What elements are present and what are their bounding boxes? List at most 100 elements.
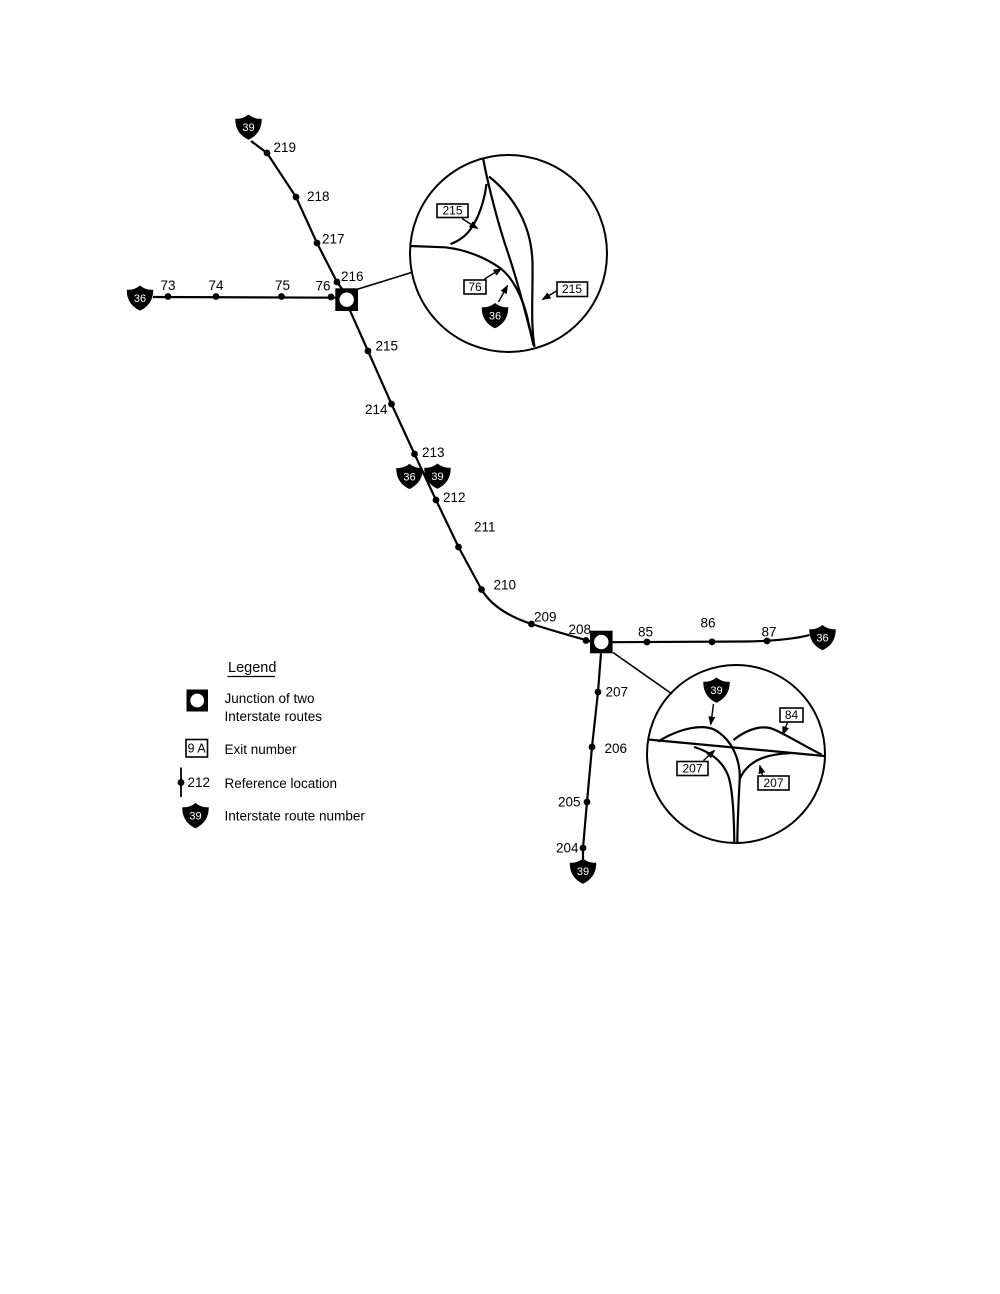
route-concurrent-i36-i39: 215 214 213 212 211 210 209 208 36 39 (348, 310, 592, 644)
exit-number-sample: 9 A (188, 742, 207, 756)
shield-number: 36 (816, 633, 828, 645)
interstate-shield-39: 39 (569, 858, 597, 884)
reference-location-label: 73 (160, 278, 175, 293)
inset-leader-line-south (612, 651, 673, 695)
legend-interstate-shield: 39 (182, 803, 209, 829)
legend-title: Legend (228, 660, 276, 676)
reference-location-label: 87 (761, 625, 776, 640)
reference-location-marker (333, 278, 341, 286)
exit-number-box-215-left: 215 (436, 203, 469, 219)
shield-number: 39 (189, 811, 201, 823)
reference-location-marker (588, 743, 596, 751)
interstate-shield-36: 36 (809, 625, 836, 651)
legend-reference-location-sample: 212 (188, 775, 211, 790)
reference-location-label: 219 (274, 140, 297, 155)
reference-location-marker (582, 637, 590, 644)
reference-location-marker (292, 193, 300, 201)
interstate-shield-39: 39 (424, 463, 451, 489)
route-line (581, 653, 603, 859)
reference-location-label: 218 (307, 189, 330, 204)
reference-location-label: 205 (558, 795, 581, 810)
reference-location-marker (411, 450, 418, 458)
reference-location-label: 74 (208, 278, 224, 293)
route-line (348, 310, 591, 643)
route-line (250, 140, 346, 294)
interstate-shield-36: 36 (396, 463, 423, 489)
inset-north-junction: 215 76 215 36 (409, 154, 608, 353)
inset-boundary-circle (646, 664, 826, 844)
exit-leader-arrow (461, 217, 479, 230)
exit-leader-arrow (484, 267, 503, 280)
shield-number: 36 (134, 293, 146, 305)
interstate-shield-36: 36 (481, 303, 509, 329)
inset-ramp-east-under (738, 752, 791, 780)
exit-leader-arrow (782, 722, 789, 736)
legend-exit-number-label: Exit number (225, 742, 298, 757)
reference-location-marker (643, 638, 651, 646)
shield-number: 36 (403, 471, 415, 483)
route-i39-south: 207 206 205 204 39 (556, 653, 629, 884)
reference-location-marker (364, 347, 372, 355)
shield-number: 39 (577, 866, 589, 878)
reference-location-marker (478, 586, 485, 593)
junction-symbol-208 (590, 630, 613, 654)
reference-location-label: 86 (700, 616, 715, 631)
reference-location-marker (263, 149, 271, 157)
reference-location-label: 212 (443, 490, 466, 505)
reference-location-label: 75 (275, 278, 290, 293)
exit-number-label: 207 (682, 762, 702, 776)
inset-boundary-circle (409, 154, 608, 353)
shield-number: 36 (489, 311, 501, 323)
legend-junction-label-line2: Interstate routes (225, 709, 323, 724)
reference-location-marker (583, 798, 591, 806)
legend-junction-label-line1: Junction of two (225, 691, 315, 706)
exit-number-label: 215 (442, 204, 462, 218)
reference-location-label: 208 (569, 622, 592, 637)
inset-road-i36 (410, 244, 535, 346)
shield-number: 39 (431, 471, 443, 483)
exit-number-box-207-right: 207 (757, 775, 790, 791)
inset-south-junction: 39 84 207 207 (646, 664, 826, 844)
exit-number-box-215-right: 215 (556, 281, 589, 298)
interstate-shield-36: 36 (126, 285, 154, 311)
reference-location-marker (594, 688, 602, 696)
legend-reference-location-label: Reference location (225, 776, 338, 791)
reference-location-marker (528, 620, 535, 628)
reference-location-label: 207 (606, 685, 629, 700)
reference-location-marker (708, 638, 716, 646)
exit-number-box-76: 76 (463, 279, 487, 295)
reference-location-marker (432, 496, 440, 504)
reference-location-marker (763, 637, 771, 645)
reference-location-label: 206 (605, 741, 628, 756)
legend-junction-symbol (186, 689, 208, 712)
inset-ramp-northwest (450, 183, 488, 246)
inset-ramp-west-flyover (657, 726, 741, 843)
legend-reference-location-symbol (177, 767, 185, 797)
legend: Legend Junction of two Interstate routes… (177, 660, 366, 829)
legend-route-number-label: Interstate route number (225, 809, 366, 824)
reference-location-marker (455, 543, 462, 551)
inset-leader-line-north (356, 271, 414, 291)
exit-number-box-84: 84 (779, 707, 804, 723)
shield-leader-arrow (497, 284, 509, 303)
reference-location-marker (388, 400, 395, 408)
exit-leader-arrow (703, 749, 716, 762)
reference-location-marker (579, 844, 587, 852)
reference-location-label: 204 (556, 841, 579, 856)
route-line (152, 295, 337, 299)
reference-location-marker (212, 293, 220, 300)
shield-number: 39 (242, 122, 254, 134)
reference-location-label: 214 (365, 402, 388, 417)
exit-number-label: 215 (562, 282, 582, 296)
route-i39-north: 219 218 217 216 39 (235, 114, 364, 294)
inset-ramp-east (488, 175, 536, 348)
reference-location-label: 211 (474, 520, 496, 535)
shield-leader-arrow (708, 703, 716, 726)
legend-exit-number-symbol: 9 A (185, 738, 209, 758)
exit-number-box-207-left: 207 (676, 760, 709, 777)
exit-number-label: 207 (763, 776, 783, 790)
exit-number-label: 84 (785, 708, 799, 722)
reference-location-label: 210 (494, 578, 517, 593)
reference-location-label: 217 (322, 232, 345, 247)
